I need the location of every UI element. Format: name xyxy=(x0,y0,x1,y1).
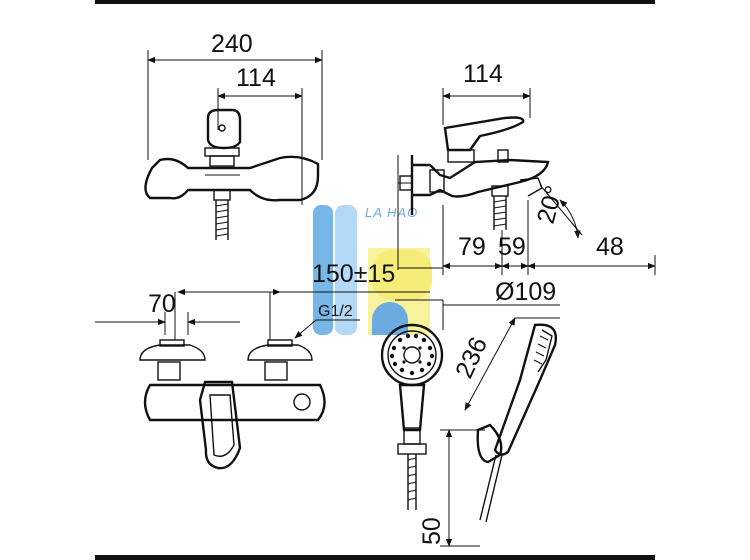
dim-label-48: 48 xyxy=(596,233,624,261)
center-distance: 150±15 xyxy=(177,260,443,296)
diameter-label: Ø109 xyxy=(495,278,556,306)
watermark-text: LA HAO xyxy=(365,205,418,220)
side-view: 114 20° 79 59 48 xyxy=(397,60,656,275)
length-label: 236 xyxy=(450,333,493,383)
dim-label-240: 240 xyxy=(211,30,253,58)
bottom-border xyxy=(95,555,655,560)
hand-shower: Ø109 xyxy=(380,278,560,510)
height-label: 50 xyxy=(418,517,446,545)
front-view-2: 70 G1/2 xyxy=(95,290,360,470)
dim-label-114-side: 114 xyxy=(463,60,503,88)
angle-label: 20° xyxy=(532,183,569,227)
handset-profile: 236 50 xyxy=(418,317,560,547)
dim-label-79: 79 xyxy=(458,233,486,261)
dim-label-150: 150±15 xyxy=(312,260,395,288)
dim-label-59: 59 xyxy=(498,233,526,261)
top-border xyxy=(95,0,655,4)
dim-label-70: 70 xyxy=(148,290,176,318)
front-view: 240 114 xyxy=(144,30,323,240)
dim-label-114-front: 114 xyxy=(236,64,276,92)
thread-label: G1/2 xyxy=(318,303,353,320)
watermark-logo: LA HAO xyxy=(313,205,432,335)
